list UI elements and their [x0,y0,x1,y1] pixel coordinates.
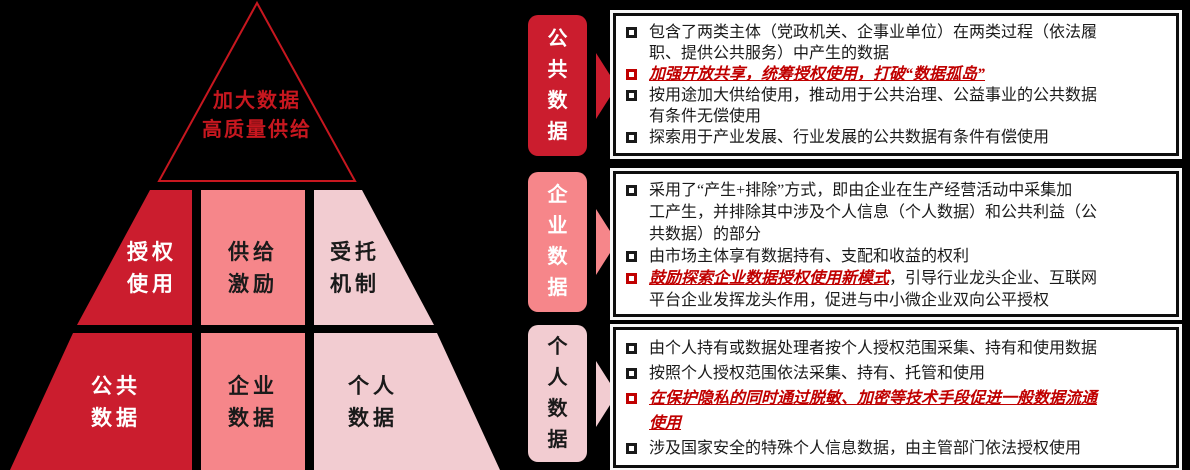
bullet-item-text: 采用了“产生+排除”方式，即由企业在生产经营活动中采集加 工产生，并排除其中涉及… [649,182,1098,243]
square-bullet-icon [626,27,637,38]
bullet-item: 按用途加大供给使用，推动用于公共治理、公益事业的公共数据 有条件无偿使用 [624,85,1168,127]
tag-personal-data: 个人数据 [528,325,587,462]
bullet-item-text: 由市场主体享有数据持有、支配和收益的权利 [649,248,970,265]
cell-label-enterprise-data: 企业 数据 [228,374,278,430]
callout-box-personal-data: 由个人持有或数据处理者按个人授权范围采集、持有和使用数据按照个人授权范围依法采集… [613,327,1179,468]
tag-enterprise-data-label: 企业数据 [547,184,568,299]
pyramid-apex-triangle [157,0,357,182]
pyramid-cell-public-data [10,333,192,470]
cell-label-personal-data: 个人 数据 [348,374,398,430]
cell-label-public-data: 公共 数据 [91,374,141,430]
square-bullet-icon [626,443,637,454]
cell-label-trust-mechanism: 受托 机制 [330,240,380,296]
cell-label-supply-incentive: 供给 激励 [228,240,278,296]
square-bullet-icon [626,185,637,196]
tag-enterprise-data: 企业数据 [528,172,587,312]
pyramid-cell-trust-mechanism [314,190,434,325]
bullet-item-text: 探索用于产业发展、行业发展的公共数据有条件有偿使用 [649,129,1050,146]
bullet-item: 在保护隐私的同时通过脱敏、加密等技术手段促进一般数据流通 使用 [624,386,1168,436]
bullet-item: 包含了两类主体（党政机关、企事业单位）在两类过程（依法履 职、提供公共服务）中产… [624,22,1168,64]
bullet-item-text: 涉及国家安全的特殊个人信息数据，由主管部门依法授权使用 [649,440,1082,457]
bullet-item-text: 在保护隐私的同时通过脱敏、加密等技术手段促进一般数据流通 使用 [649,390,1098,432]
square-bullet-icon [626,343,637,354]
square-bullet-icon [626,251,637,262]
square-bullet-icon [626,368,637,379]
bullet-item-text: 鼓励探索企业数据授权使用新模式，引导行业龙头企业、互联网 平台企业发挥龙头作用，… [649,270,1098,309]
bullet-item: 探索用于产业发展、行业发展的公共数据有条件有偿使用 [624,127,1168,148]
bullet-item-text: 由个人持有或数据处理者按个人授权范围采集、持有和使用数据 [649,340,1098,357]
callout-box-enterprise-data: 采用了“产生+排除”方式，即由企业在生产经营活动中采集加 工产生，并排除其中涉及… [613,171,1179,317]
square-bullet-icon [626,132,637,143]
bullet-item: 采用了“产生+排除”方式，即由企业在生产经营活动中采集加 工产生，并排除其中涉及… [624,180,1168,246]
tag-public-data-label: 公共数据 [547,27,568,143]
bullet-item-text: 加强开放共享，统筹授权使用，打破“数据孤岛” [649,66,986,83]
arrow-right-icon [596,209,617,275]
bullet-item-text: 按照个人授权范围依法采集、持有、托管和使用 [649,365,986,382]
bullet-item-text: 按用途加大供给使用，推动用于公共治理、公益事业的公共数据 有条件无偿使用 [649,87,1098,125]
apex-title-line2: 高质量供给 [202,119,312,141]
tag-public-data: 公共数据 [528,15,587,156]
bullet-item: 鼓励探索企业数据授权使用新模式，引导行业龙头企业、互联网 平台企业发挥龙头作用，… [624,268,1168,312]
pyramid-cell-supply-incentive [201,190,305,325]
apex-title-line1: 加大数据 [213,90,301,112]
bullet-item: 按照个人授权范围依法采集、持有、托管和使用 [624,361,1168,386]
bullet-item: 加强开放共享，统筹授权使用，打破“数据孤岛” [624,64,1168,85]
square-bullet-icon [626,273,637,284]
square-bullet-icon [626,69,637,80]
bullet-item: 由个人持有或数据处理者按个人授权范围采集、持有和使用数据 [624,336,1168,361]
arrow-right-icon [596,361,617,427]
tag-personal-data-label: 个人数据 [547,335,568,451]
square-bullet-icon [626,393,637,404]
arrow-right-icon [596,53,617,119]
bullet-item-text: 包含了两类主体（党政机关、企事业单位）在两类过程（依法履 职、提供公共服务）中产… [649,24,1098,62]
cell-label-authorized-use: 授权 使用 [127,240,177,296]
pyramid-cell-authorized-use [77,190,192,325]
bullet-item: 涉及国家安全的特殊个人信息数据，由主管部门依法授权使用 [624,436,1168,461]
square-bullet-icon [626,90,637,101]
pyramid-cell-personal-data [314,333,500,470]
pyramid-cell-enterprise-data [201,333,305,470]
pyramid-apex-title: 加大数据 高质量供给 [175,87,339,145]
callout-box-public-data: 包含了两类主体（党政机关、企事业单位）在两类过程（依法履 职、提供公共服务）中产… [613,13,1179,156]
bullet-item: 由市场主体享有数据持有、支配和收益的权利 [624,246,1168,268]
